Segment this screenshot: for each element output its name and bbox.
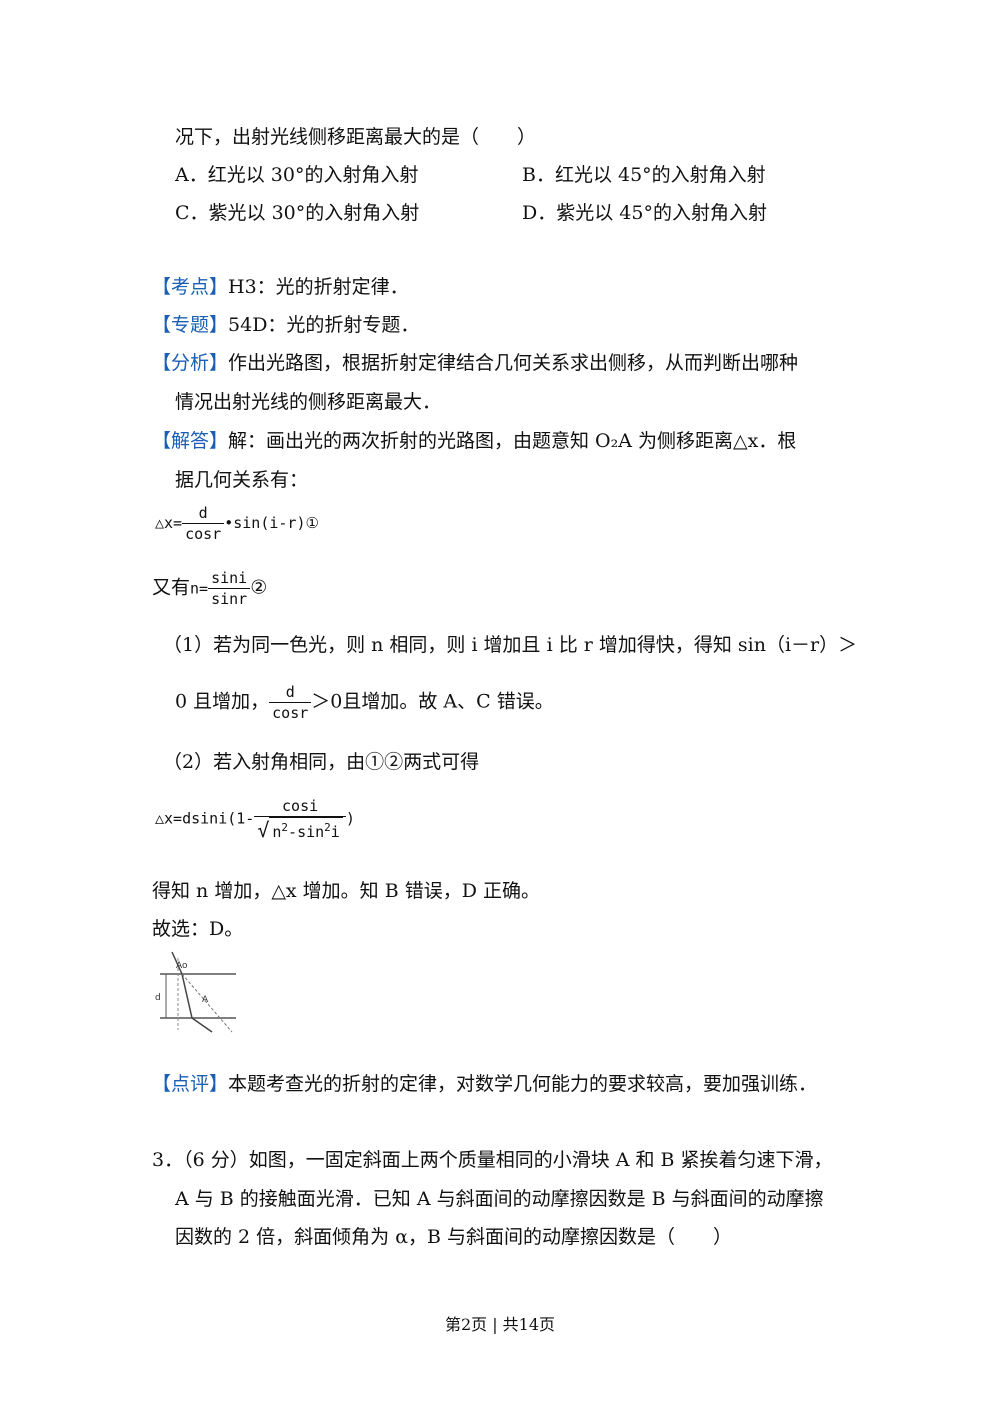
case1-numerator: d [269, 682, 312, 703]
eq3-numerator: cosi [254, 796, 346, 817]
extended-incident-ray [181, 973, 233, 1033]
option-b: B．红光以 45°的入射角入射 [522, 164, 766, 186]
dianping-tag: 【点评】 [152, 1073, 229, 1095]
refracted-ray [181, 973, 193, 1019]
fenxi-line2: 情况出射光线的侧移距离最大． [175, 391, 442, 413]
jieda-line1: 【解答】解：画出光的两次折射的光路图，由题意知 O₂A 为侧移距离△x．根 [152, 426, 796, 453]
answer-line: 故选：D。 [152, 918, 244, 940]
eq3-rhs: ) [345, 809, 355, 828]
zhuanti-line: 【专题】54D：光的折射专题． [152, 310, 419, 337]
question3-line3: 因数的 2 倍，斜面倾角为 α，B 与斜面间的动摩擦因数是（ ） [175, 1226, 733, 1248]
fenxi-text: 作出光路图，根据折射定律结合几何关系求出侧移，从而判断出哪种 [228, 352, 799, 374]
eq3-denominator: √n2-sin2i [254, 817, 345, 842]
figure-label-a: A [202, 995, 209, 1005]
eq2-mark: ② [250, 576, 268, 599]
case1-post: ＞0且增加。故 A、C 错误。 [311, 690, 554, 713]
kaodian-tag: 【考点】 [152, 276, 229, 298]
eq3-radicand: n2-sin2i [269, 817, 343, 842]
eq1-denominator: cosr [185, 525, 222, 543]
jieda-line2: 据几何关系有： [175, 469, 309, 491]
conclusion-line: 得知 n 增加，△x 增加。知 B 错误，D 正确。 [152, 880, 540, 902]
eq2-prefix: 又有 [152, 576, 191, 599]
option-d: D．紫光以 45°的入射角入射 [522, 202, 767, 224]
dianping-text: 本题考查光的折射的定律，对数学几何能力的要求较高，要加强训练． [228, 1073, 818, 1095]
question3-line2: A 与 B 的接触面光滑．已知 A 与斜面间的动摩擦因数是 B 与斜面间的动摩擦 [175, 1188, 824, 1210]
figure-label-d: d [155, 993, 161, 1003]
light-path-figure: Ao A d [152, 948, 242, 1034]
question-stem-tail: 况下，出射光线侧移距离最大的是（ ） [175, 126, 537, 148]
equation-3: △x=dsini(1-cosi√n2-sin2i) [155, 796, 355, 842]
dianping-line: 【点评】本题考查光的折射的定律，对数学几何能力的要求较高，要加强训练． [152, 1069, 817, 1096]
case1-pre: 0 且增加， [175, 690, 270, 713]
jieda-tag: 【解答】 [152, 430, 229, 452]
case1-line1: （1）若为同一色光，则 n 相同，则 i 增加且 i 比 r 增加得快，得知 s… [163, 634, 858, 656]
eq2-numerator: sini [208, 568, 251, 589]
eq1-rhs: •sin(i-r)① [224, 514, 319, 532]
kaodian-text: H3：光的折射定律． [228, 276, 409, 298]
eq3-fraction: cosi√n2-sin2i [254, 796, 346, 842]
case1-denominator: cosr [272, 704, 309, 722]
option-a: A．红光以 30°的入射角入射 [175, 164, 419, 186]
jieda-text: 解：画出光的两次折射的光路图，由题意知 O₂A 为侧移距离△x．根 [228, 430, 797, 452]
incident-ray [171, 951, 183, 975]
sqrt-sign: √ [257, 818, 270, 842]
eq2-denominator: sinr [211, 590, 248, 608]
figure-label-top: Ao [176, 961, 188, 971]
case2-line: （2）若入射角相同，由①②两式可得 [163, 751, 480, 773]
fenxi-tag: 【分析】 [152, 352, 229, 374]
eq2-lhs: n= [190, 579, 209, 598]
page-footer: 第2页 | 共14页 [444, 1315, 556, 1334]
eq1-numerator: d [182, 503, 225, 524]
zhuanti-text: 54D：光的折射专题． [228, 314, 420, 336]
question3-line1: 3．（6 分）如图，一固定斜面上两个质量相同的小滑块 A 和 B 紧挨着匀速下滑… [152, 1149, 833, 1171]
emergent-ray [191, 1017, 213, 1033]
kaodian-line: 【考点】H3：光的折射定律． [152, 272, 409, 299]
eq1-lhs: △x= [155, 514, 183, 532]
fenxi-line1: 【分析】作出光路图，根据折射定律结合几何关系求出侧移，从而判断出哪种 [152, 348, 798, 375]
eq3-lhs: △x=dsini(1- [155, 809, 255, 828]
zhuanti-tag: 【专题】 [152, 314, 229, 336]
option-c: C．紫光以 30°的入射角入射 [175, 202, 420, 224]
